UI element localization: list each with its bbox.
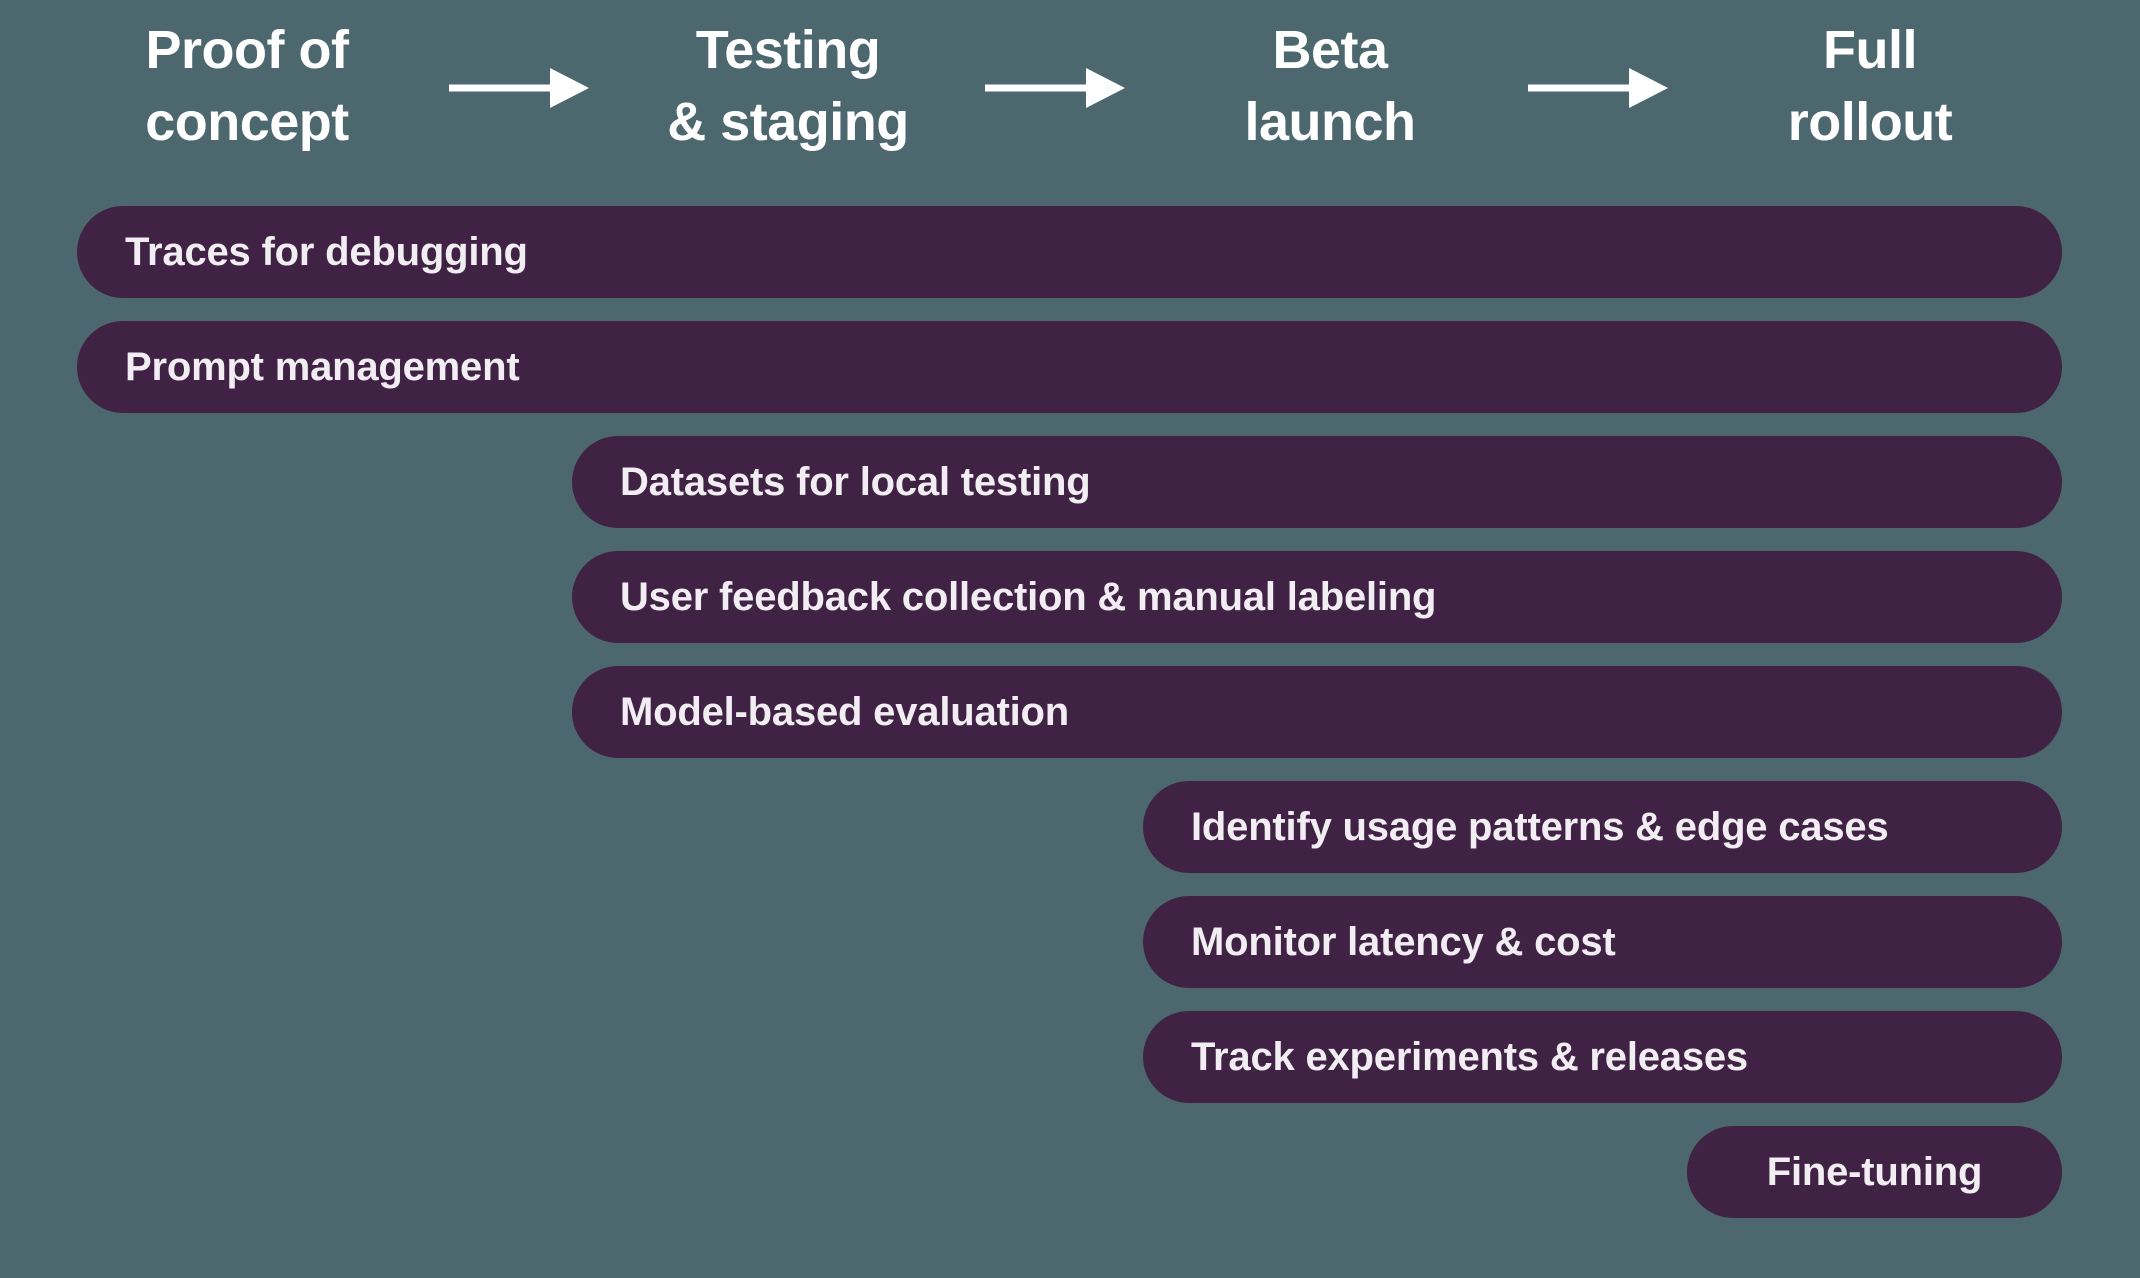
stage-label-line: Testing xyxy=(695,20,881,80)
bar-traces-for-debugging: Traces for debugging xyxy=(77,206,2062,298)
bar-prompt-management: Prompt management xyxy=(77,321,2062,413)
stage-label-line: Proof of xyxy=(145,20,349,80)
stage-full-rollout: Full rollout xyxy=(1650,14,2090,158)
stage-label-line: launch xyxy=(1244,92,1416,152)
bar-label: Traces for debugging xyxy=(125,229,528,274)
stage-label-line: & staging xyxy=(667,92,909,152)
bar-monitor-latency-cost: Monitor latency & cost xyxy=(1143,896,2062,988)
bar-label: Datasets for local testing xyxy=(620,459,1091,504)
bar-label: Prompt management xyxy=(125,344,520,389)
stage-label-line: Full xyxy=(1823,20,1917,80)
bar-label: Monitor latency & cost xyxy=(1191,919,1616,964)
stage-label-line: rollout xyxy=(1787,92,1953,152)
stage-proof-of-concept: Proof of concept xyxy=(27,14,467,158)
bar-model-based-evaluation: Model-based evaluation xyxy=(572,666,2062,758)
bar-track-experiments-releases: Track experiments & releases xyxy=(1143,1011,2062,1103)
arrow-right-icon xyxy=(1528,68,1668,108)
bar-label: Track experiments & releases xyxy=(1191,1034,1748,1079)
arrow-right-icon xyxy=(449,68,589,108)
bar-datasets-for-local-testing: Datasets for local testing xyxy=(572,436,2062,528)
bar-label: User feedback collection & manual labeli… xyxy=(620,574,1437,619)
bar-identify-usage-patterns-edge-cases: Identify usage patterns & edge cases xyxy=(1143,781,2062,873)
arrow-right-icon xyxy=(985,68,1125,108)
stage-beta-launch: Beta launch xyxy=(1110,14,1550,158)
stage-testing-staging: Testing & staging xyxy=(568,14,1008,158)
bar-fine-tuning: Fine-tuning xyxy=(1687,1126,2062,1218)
stage-label-line: concept xyxy=(145,92,349,152)
bar-label: Identify usage patterns & edge cases xyxy=(1191,804,1889,849)
stage-label-line: Beta xyxy=(1272,20,1388,80)
bar-label: Fine-tuning xyxy=(1766,1149,1983,1194)
bar-user-feedback-collection-manual-labeling: User feedback collection & manual labeli… xyxy=(572,551,2062,643)
bar-label: Model-based evaluation xyxy=(620,689,1070,734)
